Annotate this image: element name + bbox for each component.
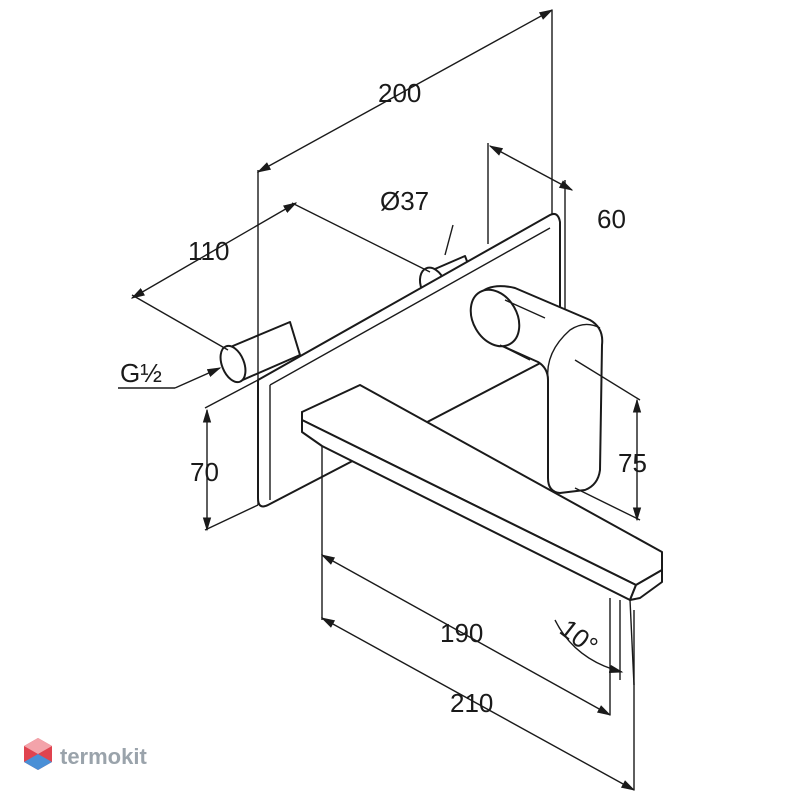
dim-190-label: 190: [440, 618, 483, 648]
lever-knob-ring: [499, 299, 546, 361]
dim-75-label: 75: [618, 448, 647, 478]
lever-handle-face: [546, 323, 601, 381]
lever-knob: [469, 288, 521, 348]
dim-diameter-label: Ø37: [380, 186, 429, 216]
angle-ref-line-2: [629, 599, 635, 686]
dim-110-line: [130, 202, 298, 299]
watermark-brand: termokit: [60, 744, 147, 769]
dimension-lines: [118, 9, 642, 791]
faucet-body: [219, 212, 663, 601]
watermark: termokit: [24, 738, 147, 770]
dim-60-line: [488, 145, 574, 191]
thread-leader-diag: [174, 367, 222, 389]
inlet-pipe-end: [219, 344, 247, 384]
angle-arc: [554, 619, 624, 673]
dim-60-label: 60: [597, 204, 626, 234]
dim-110-label: 110: [188, 236, 229, 266]
dim-210-line: [320, 617, 636, 791]
dim-70-label: 70: [190, 457, 219, 487]
thread-label: G½: [120, 358, 162, 388]
dim-200-line: [256, 9, 554, 173]
spout-top: [301, 384, 663, 586]
angle-label: 10°: [554, 613, 603, 661]
dim-210-label: 210: [450, 688, 493, 718]
dim-200-label: 200: [378, 78, 421, 108]
spout-front: [629, 569, 663, 601]
wall-plate-edge: [269, 227, 551, 500]
